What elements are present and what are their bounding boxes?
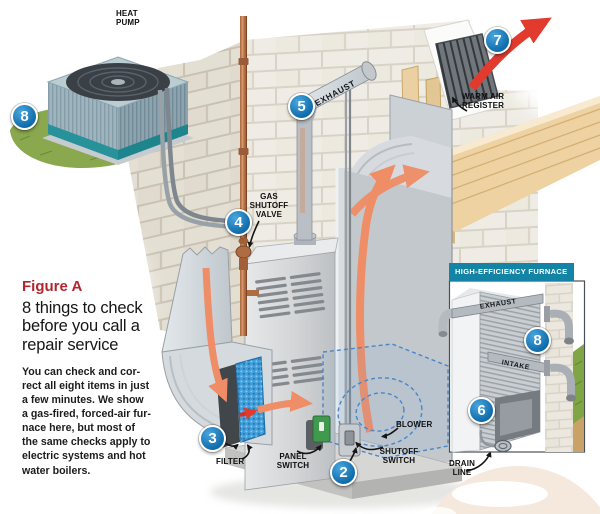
airflow-arrows-supply [348, 164, 430, 433]
callout-5-exhaust: 5 [288, 93, 315, 120]
panel-switch-label: PANEL SWITCH [276, 452, 310, 471]
air-filter [216, 356, 266, 448]
callout-3-filter: 3 [199, 425, 226, 452]
label-arrows [224, 96, 492, 472]
heat-pump-unit [42, 56, 194, 165]
heat-pump-label: HEAT PUMP [116, 9, 140, 28]
watermark [420, 466, 600, 514]
electrical-conduits [157, 87, 243, 230]
figure-label: Figure A [22, 278, 83, 295]
copper-gas-line [235, 16, 259, 336]
airflow-arrows-return [202, 267, 313, 420]
panel-switch-illustration [306, 415, 331, 450]
inset-exterior-vents [544, 306, 576, 402]
inset-header: HIGH-EFFICIENCY FURNACE [449, 263, 574, 281]
drain-line-label: DRAIN LINE [448, 459, 476, 478]
inset-drain [479, 429, 512, 453]
blower-label: BLOWER [396, 420, 433, 429]
switch-conduit [344, 76, 352, 430]
inset-high-efficiency-furnace: EXHAUST INTAKE [438, 280, 586, 453]
figure-caption-panel: Figure A 8 things to check before you ca… [22, 278, 156, 488]
filter-label: FILTER [216, 457, 245, 466]
figure-title: 8 things to check before you call a repa… [22, 299, 143, 354]
shutoff-switch-illustration [338, 423, 361, 457]
warm-air-register-label: WARM AIR REGISTER [462, 92, 505, 111]
inset-furnace-cabinet [451, 288, 541, 453]
callout-4-gas-shutoff-valve: 4 [225, 209, 252, 236]
callout-8-heat-pump: 8 [11, 103, 38, 130]
callout-2-switches: 2 [330, 459, 357, 486]
shutoff-switch-label: SHUTOFF SWITCH [379, 447, 419, 466]
warm-air-register-illustration [423, 19, 505, 121]
callout-8-inset-pipes: 8 [524, 327, 551, 354]
upper-louvers [255, 272, 326, 319]
callout-6-inset-drain: 6 [468, 397, 495, 424]
figure-body-text: You can check and cor- rect all eight it… [22, 366, 151, 477]
gas-shutoff-valve-label: GAS SHUTOFF VALVE [249, 192, 289, 220]
callout-7-warm-air-register: 7 [484, 27, 511, 54]
gas-shutoff-valve-illustration [235, 237, 259, 296]
